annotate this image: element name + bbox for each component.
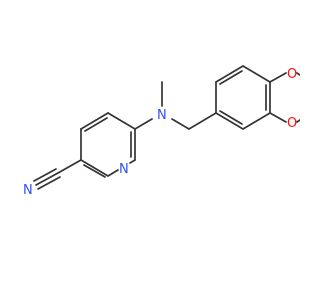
amine-nitrogen-label: N [157, 108, 167, 123]
benzene-ring [215, 65, 271, 130]
amine-linker [134, 81, 217, 130]
dioxane-oxygen-bottom-label: O [287, 116, 297, 131]
pyridine-ring [80, 112, 136, 178]
nitrile-group [33, 159, 82, 190]
molecule-structure: N N N O O [23, 65, 300, 198]
dioxane-ring [269, 72, 300, 123]
nitrile-nitrogen-label: N [23, 183, 33, 198]
dioxane-oxygen-top-label: O [287, 67, 297, 82]
pyridine-nitrogen-label: N [119, 162, 129, 177]
